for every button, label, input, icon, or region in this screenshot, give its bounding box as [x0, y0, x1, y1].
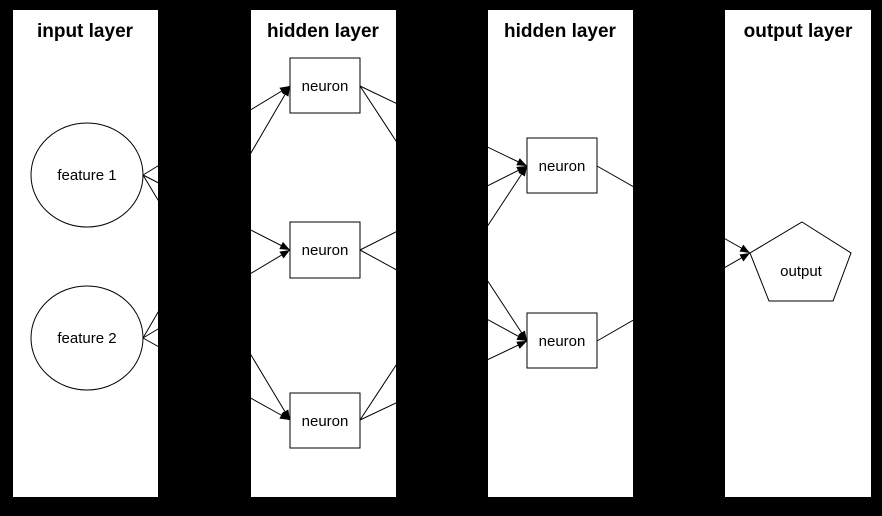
panel-title-input-layer: input layer — [37, 21, 134, 42]
label-feature-1: feature 1 — [57, 167, 116, 184]
panel-titles-group: input layer hidden layer hidden layer ou… — [37, 21, 853, 42]
node-labels-group: feature 1 feature 2 neuron neuron neuron… — [57, 78, 822, 430]
gap-cover-1 — [158, 0, 251, 516]
label-h2-neuron-2: neuron — [539, 333, 586, 350]
label-h2-neuron-1: neuron — [539, 158, 586, 175]
panel-input-layer — [13, 10, 158, 497]
node-h1-neuron-2 — [289, 221, 361, 279]
gap-cover-3 — [633, 0, 725, 516]
label-feature-2: feature 2 — [57, 330, 116, 347]
node-h1-neuron-1 — [289, 57, 361, 114]
label-h1-neuron-2: neuron — [302, 242, 349, 259]
label-h1-neuron-1: neuron — [302, 78, 349, 95]
panel-title-output-layer: output layer — [744, 21, 853, 42]
panel-title-hidden-layer-2: hidden layer — [504, 21, 617, 42]
node-feature-1 — [30, 122, 144, 228]
node-output-pentagon — [749, 221, 852, 302]
gap-cover-2 — [396, 0, 488, 516]
node-h2-neuron-2 — [526, 312, 598, 369]
gap-covers-group — [158, 0, 725, 516]
panel-title-hidden-layer-1: hidden layer — [267, 21, 380, 42]
label-h1-neuron-3: neuron — [302, 413, 349, 430]
node-h2-neuron-1 — [526, 137, 598, 194]
label-output: output — [780, 263, 823, 280]
node-feature-2 — [30, 285, 144, 391]
panel-hidden-layer-2 — [488, 10, 633, 497]
node-h1-neuron-3 — [289, 392, 361, 449]
nodes-group — [30, 57, 852, 449]
